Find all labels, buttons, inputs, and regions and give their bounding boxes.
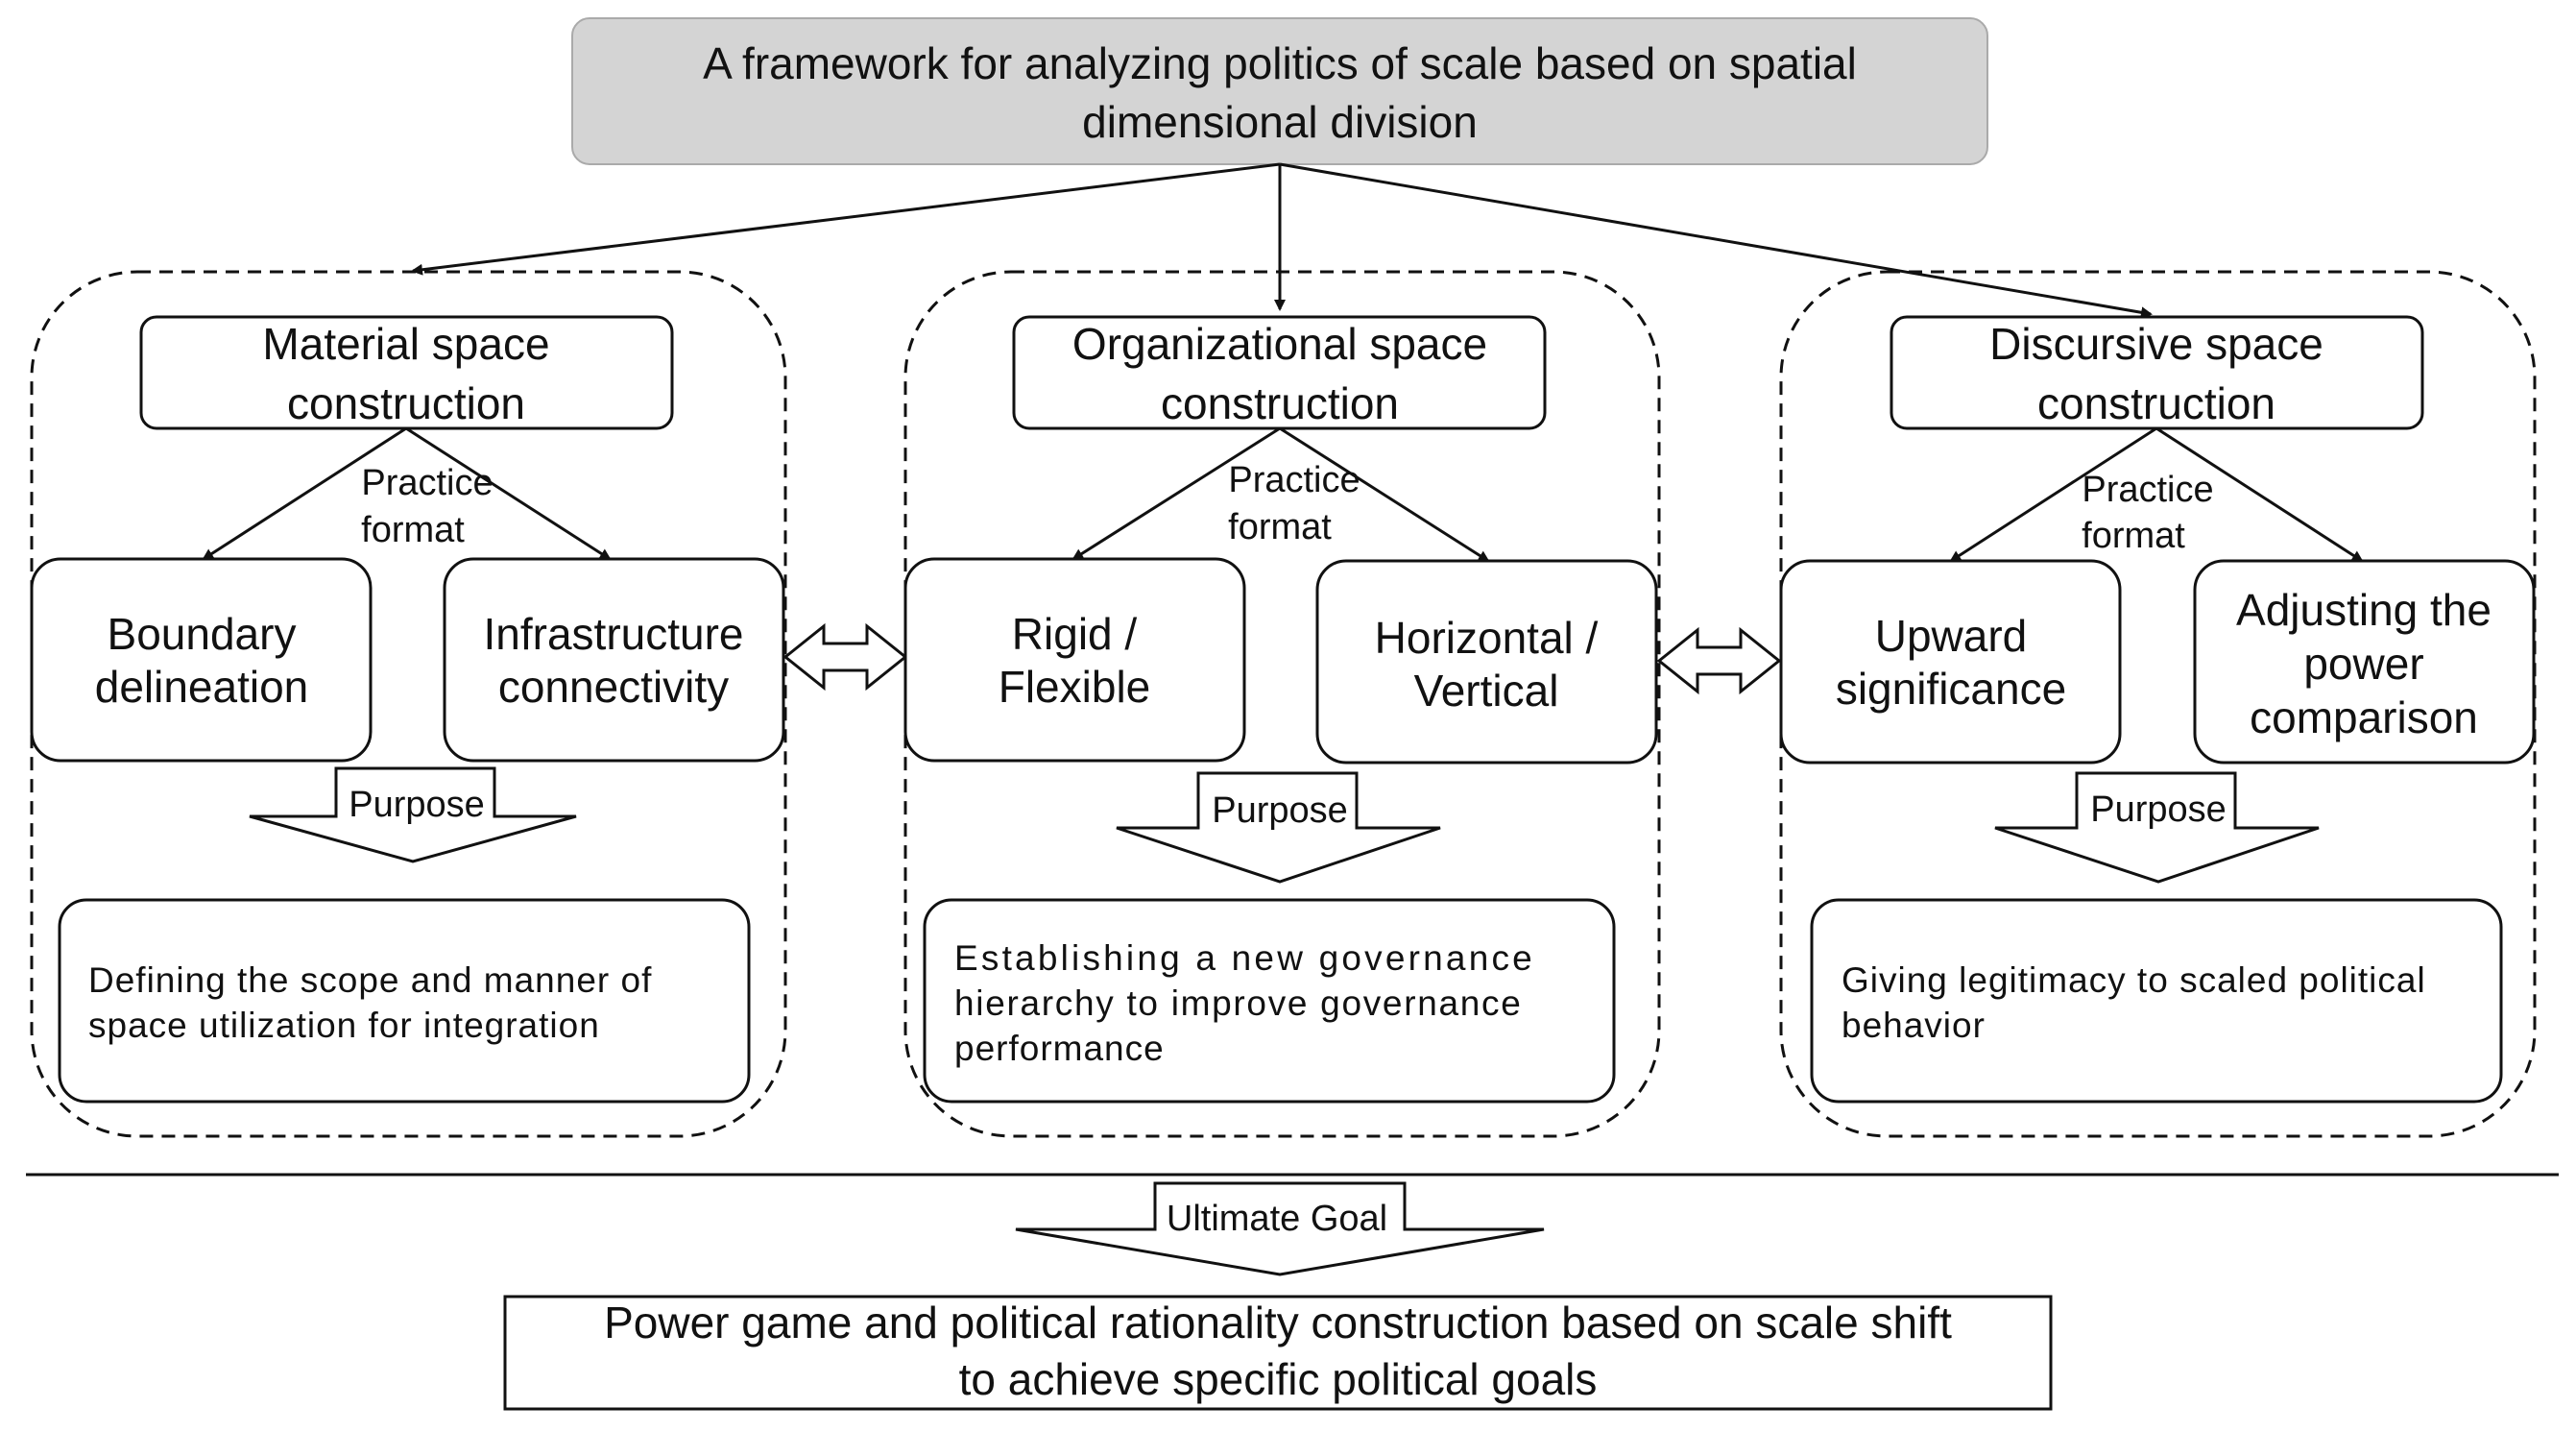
heading-organizational-line-1: Organizational space bbox=[1072, 319, 1487, 369]
purpose-label-material: Purpose bbox=[349, 785, 485, 825]
heading-organizational-line-2: construction bbox=[1161, 378, 1399, 428]
practice-material-line-2: format bbox=[361, 510, 465, 550]
item-horizontal-box bbox=[1315, 559, 1658, 765]
column-material-frame bbox=[30, 270, 787, 1138]
practice-organizational-line-2: format bbox=[1228, 507, 1332, 547]
ultimate-goal-arrow bbox=[1015, 1181, 1545, 1276]
purpose-text-organizational-line-3: performance bbox=[954, 1029, 1165, 1068]
practice-material-line-1: Practice bbox=[361, 463, 493, 503]
purpose-text-discursive-line-2: behavior bbox=[1842, 1006, 1986, 1045]
purpose-text-organizational-line-2: hierarchy to improve governance bbox=[954, 983, 1523, 1023]
purpose-label-organizational: Purpose bbox=[1212, 790, 1348, 831]
purpose-box-discursive bbox=[1810, 898, 2503, 1104]
purpose-text-organizational-line-1: Establishing a new governance bbox=[954, 938, 1535, 978]
item-upward-line-2: significance bbox=[1836, 664, 2066, 714]
item-boundary-box bbox=[30, 557, 373, 763]
heading-discursive-line-2: construction bbox=[2037, 378, 2275, 428]
title-box: A framework for analyzing politics of sc… bbox=[571, 17, 1988, 165]
column-discursive: Discursive space construction Practice f… bbox=[1779, 270, 2537, 1138]
practice-discursive-line-1: Practice bbox=[2082, 470, 2213, 510]
column-organizational: Organizational space construction Practi… bbox=[903, 270, 1661, 1138]
column-discursive-frame bbox=[1779, 270, 2537, 1138]
item-adjusting-line-3: comparison bbox=[2250, 692, 2478, 742]
purpose-arrow-discursive bbox=[1994, 771, 2320, 884]
item-upward-box bbox=[1779, 559, 2122, 765]
purpose-arrow-organizational bbox=[1116, 771, 1441, 884]
purpose-text-discursive-line-1: Giving legitimacy to scaled political bbox=[1842, 960, 2426, 1000]
purpose-box-material bbox=[58, 898, 751, 1104]
item-horizontal-line-2: Vertical bbox=[1414, 666, 1559, 716]
ultimate-goal-box bbox=[503, 1295, 2053, 1411]
item-boundary-line-2: delineation bbox=[95, 662, 309, 712]
heading-discursive-line-1: Discursive space bbox=[1989, 319, 2323, 369]
arrow-to-material bbox=[411, 162, 1281, 276]
purpose-label-discursive: Purpose bbox=[2090, 789, 2227, 830]
item-infrastructure-box bbox=[443, 557, 785, 763]
item-infrastructure-line-2: connectivity bbox=[498, 662, 729, 712]
item-adjusting-box bbox=[2193, 559, 2536, 765]
double-arrow-right bbox=[1656, 626, 1782, 695]
purpose-arrow-material bbox=[249, 766, 577, 863]
double-arrow-left bbox=[782, 622, 908, 692]
item-adjusting-line-1: Adjusting the bbox=[2236, 585, 2492, 635]
item-rigid-line-2: Flexible bbox=[999, 662, 1151, 712]
item-rigid-line-1: Rigid / bbox=[1012, 609, 1138, 659]
heading-material-line-1: Material space bbox=[262, 319, 549, 369]
item-upward-line-1: Upward bbox=[1875, 611, 2028, 661]
ultimate-goal-line-1: Power game and political rationality con… bbox=[604, 1298, 1952, 1347]
item-boundary-line-1: Boundary bbox=[108, 609, 297, 659]
practice-organizational-line-1: Practice bbox=[1228, 460, 1360, 500]
item-rigid-box bbox=[903, 557, 1246, 763]
purpose-text-material-line-1: Defining the scope and manner of bbox=[88, 960, 652, 1000]
heading-material-line-2: construction bbox=[287, 378, 525, 428]
item-horizontal-line-1: Horizontal / bbox=[1375, 613, 1599, 663]
item-adjusting-line-2: power bbox=[2303, 639, 2423, 689]
ultimate-goal-label: Ultimate Goal bbox=[1167, 1199, 1387, 1239]
purpose-box-organizational bbox=[923, 898, 1616, 1104]
column-material: Material space construction Practice for… bbox=[30, 270, 787, 1138]
title-line-2: dimensional division bbox=[1082, 97, 1478, 147]
title-arrows bbox=[411, 162, 2153, 319]
arrow-to-discursive bbox=[1279, 162, 2153, 319]
ultimate-goal-line-2: to achieve specific political goals bbox=[959, 1354, 1598, 1404]
column-organizational-frame bbox=[903, 270, 1661, 1138]
item-infrastructure-line-1: Infrastructure bbox=[484, 609, 744, 659]
practice-discursive-line-2: format bbox=[2082, 516, 2185, 556]
purpose-text-material-line-2: space utilization for integration bbox=[88, 1006, 600, 1045]
title-line-1: A framework for analyzing politics of sc… bbox=[703, 38, 1857, 88]
